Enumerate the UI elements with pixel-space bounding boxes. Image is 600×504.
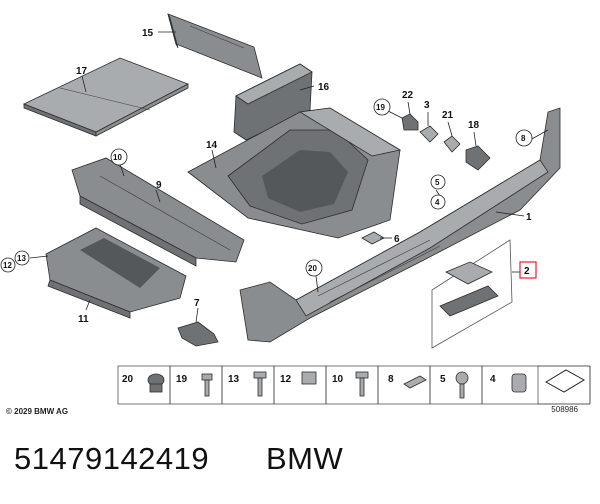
- callout-10: 10: [113, 153, 122, 162]
- part-17-floor-cover: [22, 57, 189, 137]
- part-11-lower-tray: [45, 227, 187, 319]
- callout-11: 11: [78, 314, 89, 325]
- copyright-notice: © 2029 BMW AG: [6, 407, 69, 416]
- callout-16: 16: [318, 82, 330, 93]
- fastener-18: [465, 145, 491, 171]
- legend-item-13: 13: [228, 374, 240, 385]
- legend-item-5: 5: [440, 374, 446, 385]
- fastener-21: [443, 135, 461, 153]
- callout-18: 18: [468, 120, 480, 131]
- callout-21: 21: [442, 110, 454, 121]
- part-15-panel: [167, 13, 263, 79]
- part-9-trim-strip: [71, 157, 245, 267]
- callout-17: 17: [76, 66, 88, 77]
- part-16-panel: [233, 63, 313, 141]
- callout-7: 7: [194, 298, 200, 309]
- leader-lines: [29, 31, 549, 323]
- part-14-storage-tub: [187, 107, 402, 239]
- fastener-legend: 20 19 13 12 10 8 5 4: [117, 365, 591, 405]
- legend-item-10: 10: [332, 374, 344, 385]
- callout-13: 13: [17, 254, 26, 263]
- callout-8: 8: [521, 134, 526, 143]
- callout-2-box: [519, 261, 537, 279]
- part-number: 51479142419: [14, 441, 210, 476]
- fastener-22: [401, 113, 419, 131]
- part-2-detail: [431, 239, 513, 349]
- callout-20: 20: [308, 264, 317, 273]
- part-1-sill-trim: [239, 107, 561, 343]
- legend-item-4: 4: [490, 374, 496, 385]
- callout-19: 19: [376, 103, 385, 112]
- callout-14: 14: [206, 140, 218, 151]
- callout-12: 12: [3, 261, 12, 270]
- brand-name: BMW: [266, 441, 344, 476]
- callout-4: 4: [435, 198, 440, 207]
- callout-3: 3: [424, 100, 430, 111]
- legend-item-12: 12: [280, 374, 292, 385]
- callout-15: 15: [142, 28, 154, 39]
- callout-6: 6: [394, 234, 400, 245]
- legend-item-20: 20: [122, 374, 134, 385]
- legend-item-8: 8: [388, 374, 394, 385]
- fastener-3: [419, 125, 439, 143]
- callout-9: 9: [156, 180, 162, 191]
- callout-2: 2: [524, 266, 530, 277]
- callout-5: 5: [435, 178, 440, 187]
- legend-item-19: 19: [176, 374, 188, 385]
- diagram-id: 508986: [551, 405, 578, 414]
- callout-22: 22: [402, 90, 414, 101]
- part-7-bracket: [177, 321, 219, 347]
- callout-1: 1: [526, 212, 532, 223]
